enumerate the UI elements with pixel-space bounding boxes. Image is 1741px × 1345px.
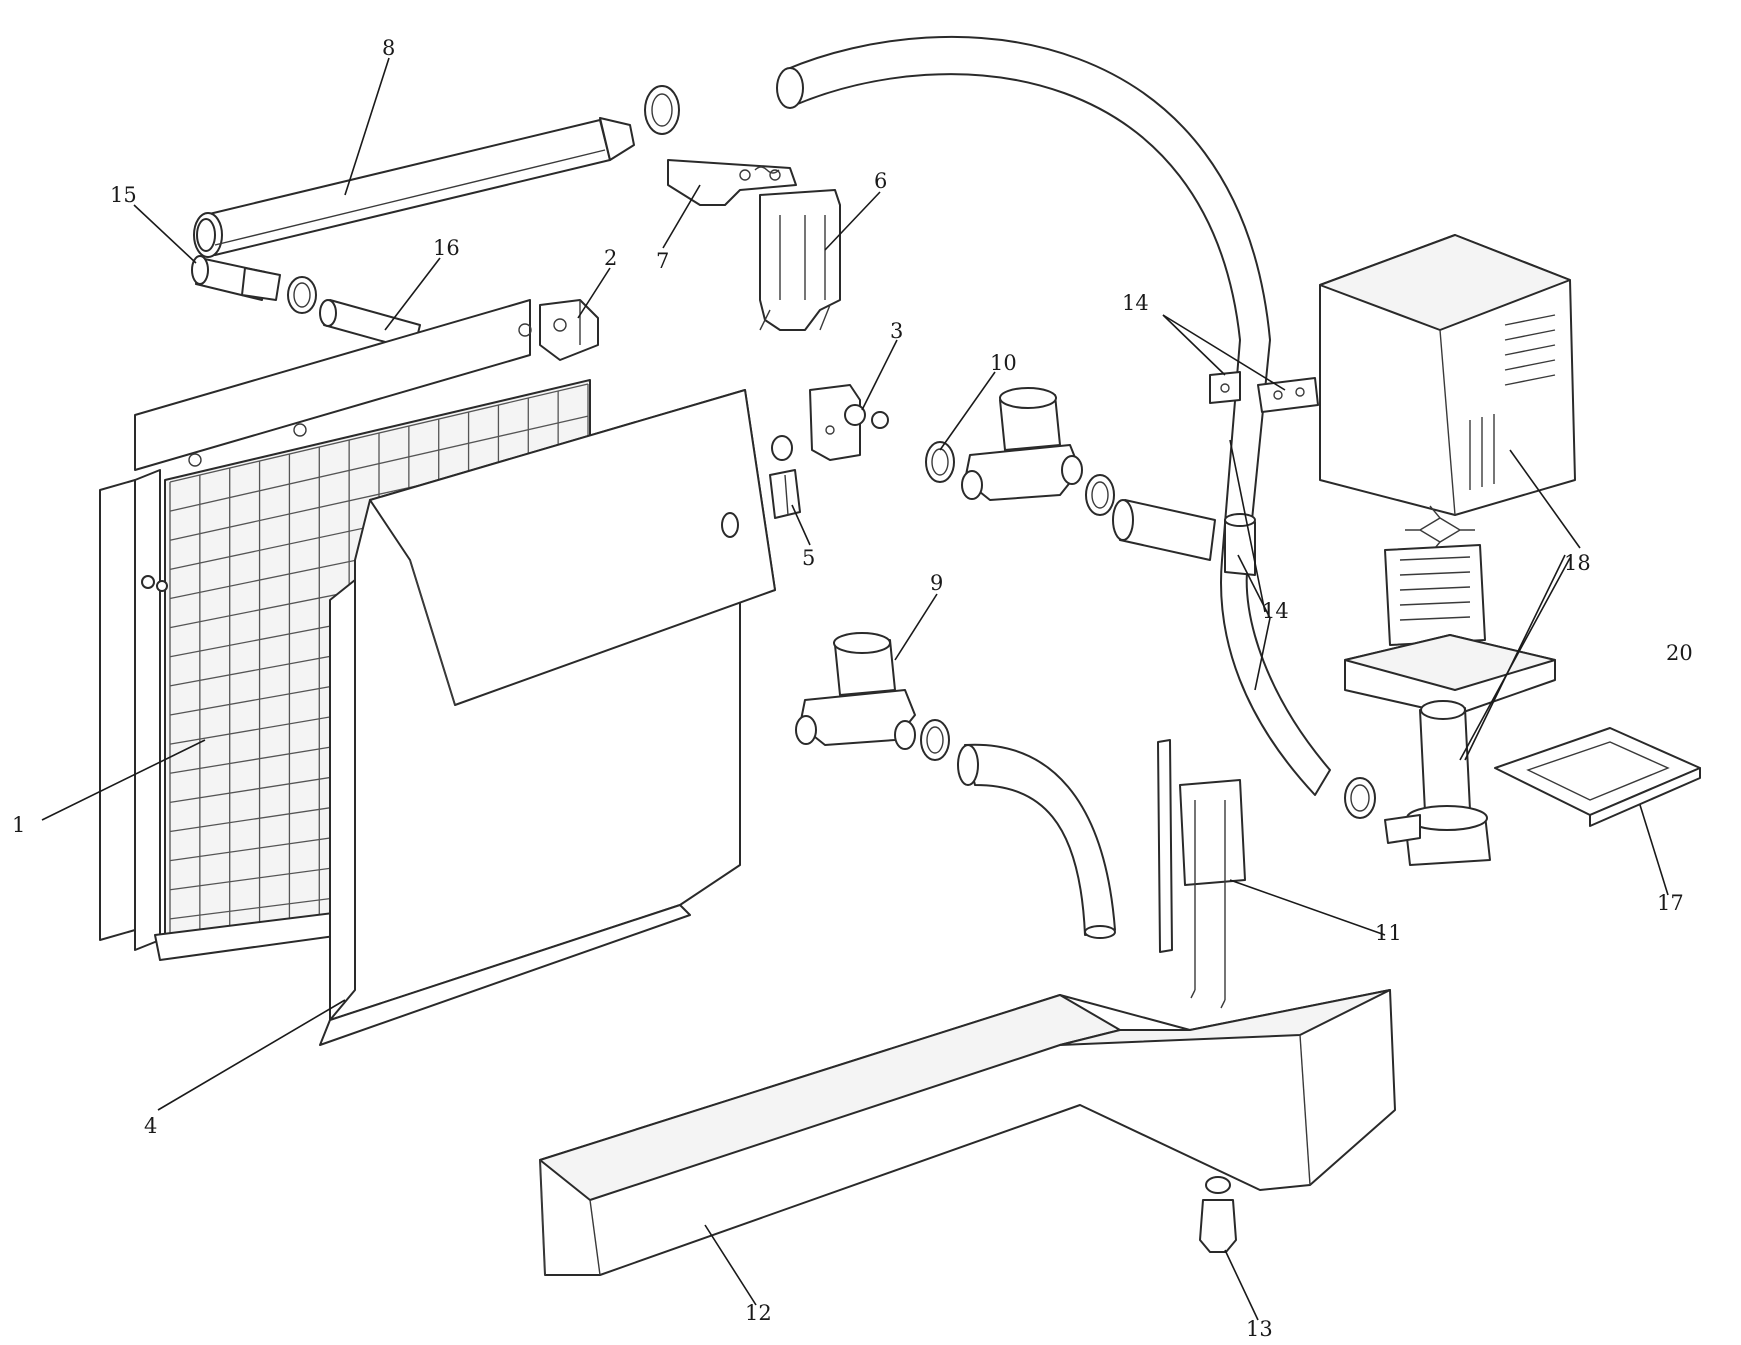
pump-motor <box>1344 505 1556 716</box>
part-16-connector <box>191 255 281 301</box>
part-2-bracket <box>539 299 599 361</box>
callout-12: 12 <box>745 1301 772 1325</box>
callout-11: 11 <box>1375 921 1402 945</box>
part-8-tube <box>193 117 635 258</box>
part-9-valve <box>795 632 916 750</box>
callout-14: 14 <box>1262 599 1289 623</box>
tube-to-tee <box>1112 499 1216 561</box>
callout-4: 4 <box>144 1114 157 1138</box>
part-5-clip <box>769 435 801 519</box>
grid-row-line <box>169 383 589 483</box>
part-6-frame <box>759 189 841 331</box>
part-3-bracket <box>809 384 889 461</box>
callout-9: 9 <box>930 571 943 595</box>
hose-clamp-16 <box>287 276 317 314</box>
curved-drain-hose <box>957 743 1116 939</box>
callout-17: 16 <box>433 236 460 260</box>
part-15-brackets <box>1209 371 1319 413</box>
callout-3: 3 <box>890 319 903 343</box>
callout-2: 2 <box>604 246 617 270</box>
vent-slots <box>1469 314 1556 490</box>
callout-19: 18 <box>1564 551 1591 575</box>
callout-18: 17 <box>1657 891 1684 915</box>
leader-lines <box>41 57 1669 1321</box>
part-7-bracket <box>667 159 797 206</box>
callout-10: 10 <box>990 351 1017 375</box>
callout-1: 1 <box>12 813 25 837</box>
callout-6: 6 <box>874 169 887 193</box>
callout-8: 8 <box>382 36 395 60</box>
part-14-hose <box>776 36 1331 796</box>
hose-clamp-10b <box>1085 474 1115 516</box>
callout-labels: 8 15 16 2 7 6 3 5 10 9 1 4 14 14 11 20 1… <box>12 36 1693 1341</box>
part-4-cover <box>319 389 776 1046</box>
hose-clamp-10 <box>925 441 955 483</box>
callout-13: 13 <box>1246 1317 1273 1341</box>
grid-row-line <box>169 415 589 512</box>
part-19-motor-cover <box>1319 234 1576 516</box>
callout-7: 7 <box>656 249 669 273</box>
part-18-gasket <box>1494 727 1701 827</box>
callout-15: 14 <box>1122 291 1149 315</box>
hose-clamp-20 <box>1344 777 1376 819</box>
part-11-probe <box>1157 739 1246 1009</box>
callout-5: 5 <box>802 546 815 570</box>
callout-16: 15 <box>110 183 137 207</box>
hose-clamp-top <box>644 85 680 135</box>
callout-20: 20 <box>1666 641 1693 665</box>
part-12-sump-tray <box>539 989 1396 1276</box>
part-13-drain-plug <box>1199 1176 1237 1253</box>
hose-clamp-9 <box>920 719 950 761</box>
part-10-valve <box>961 387 1083 501</box>
part-20-pump <box>1384 700 1491 866</box>
